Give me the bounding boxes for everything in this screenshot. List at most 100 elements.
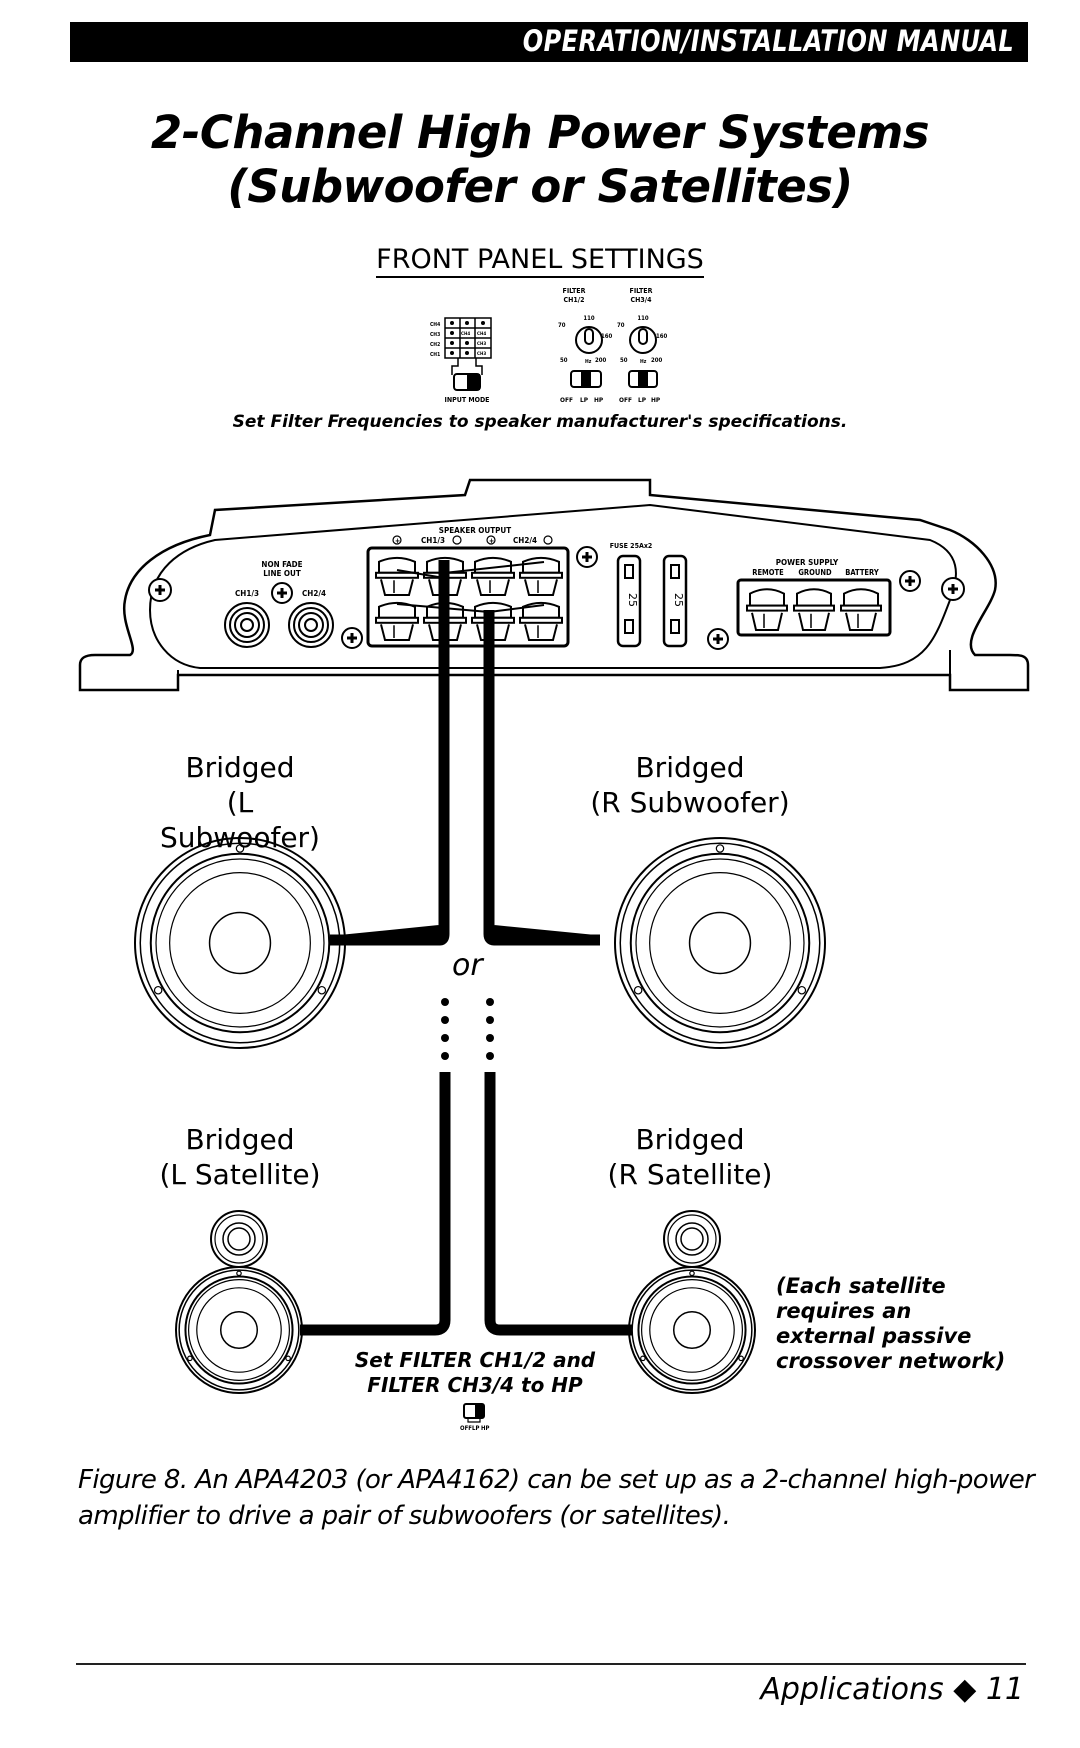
label-line: Bridged: [635, 751, 745, 784]
grid-row-label: CH2: [430, 342, 440, 348]
left-satellite-label: Bridged (L Satellite): [150, 1122, 330, 1192]
filter-instruction: Set Filter Frequencies to speaker manufa…: [232, 412, 848, 432]
terminal-icon: [519, 556, 563, 596]
chassis-screws: [148, 546, 965, 650]
terminal-icon: [793, 588, 835, 631]
footer-divider: [76, 1663, 1026, 1665]
dial-unit: Hz: [640, 359, 647, 365]
fuse-icon: 25: [662, 554, 688, 648]
front-panel-heading-text: FRONT PANEL SETTINGS: [376, 244, 704, 278]
svg-text:+: +: [395, 537, 400, 545]
footer-section: Applications: [760, 1672, 944, 1707]
diamond-icon: ◆: [953, 1672, 986, 1707]
screw-icon: [148, 578, 172, 602]
grid-cell: CH3: [477, 341, 486, 347]
line-out-section: NON FADE LINE OUT CH1/3 CH2/4: [224, 560, 334, 648]
dial-tick: 110: [583, 315, 595, 322]
right-subwoofer-icon: [614, 837, 826, 1049]
or-separator-dots: [441, 998, 494, 1060]
wire-right-sat: [484, 1072, 632, 1336]
filter-knob: [629, 326, 657, 354]
satellite-crossover-note: (Each satellite requires an external pas…: [776, 1274, 1005, 1374]
terminal-icon: [840, 588, 882, 631]
note-line: Set FILTER CH1/2 and: [354, 1348, 596, 1372]
note-line: (Each satellite: [776, 1274, 946, 1298]
switch-position: LP: [472, 1425, 479, 1432]
dial-tick: 70: [617, 322, 625, 329]
power-terminal-label: BATTERY: [845, 568, 879, 577]
filter-ch12-control: FILTER CH1/2 110 70 160 50 Hz 200 OFF LP…: [558, 287, 613, 404]
right-subwoofer-label: Bridged (R Subwoofer): [590, 750, 790, 820]
fuse-value: 25: [626, 593, 639, 607]
power-terminal-label: REMOTE: [752, 568, 784, 577]
caption-line: amplifier to drive a pair of subwoofers …: [78, 1501, 731, 1531]
label-line: (L Subwoofer): [160, 786, 320, 854]
page-number: 11: [985, 1672, 1024, 1707]
line-out-ch1-label: CH1/3: [235, 589, 259, 598]
filter-label: FILTER: [630, 287, 653, 295]
section-label: OPERATION/INSTALLATION MANUAL: [522, 24, 1014, 58]
dial-unit: Hz: [585, 359, 592, 365]
speaker-output-block: SPEAKER OUTPUT + CH1/3 + CH2/4: [366, 526, 570, 648]
label-line: Bridged: [185, 1123, 295, 1156]
terminal-icon: [375, 556, 419, 596]
figure-caption: Figure 8. An APA4203 (or APA4162) can be…: [78, 1462, 1038, 1534]
switch-position: HP: [651, 396, 661, 404]
label-line: (R Satellite): [607, 1158, 773, 1191]
switch-position: LP: [580, 396, 589, 404]
wire-left-sat: [300, 1072, 451, 1336]
label-line: (R Subwoofer): [590, 786, 790, 819]
power-terminals: [746, 588, 882, 631]
screw-icon: [707, 628, 729, 650]
screw-icon: [576, 546, 598, 568]
filter-channel: CH3/4: [631, 296, 653, 304]
grid-cell: CH3: [477, 351, 486, 357]
label-line: Bridged: [635, 1123, 745, 1156]
dial-tick: 50: [620, 357, 628, 364]
page-footer: Applications ◆ 11: [760, 1672, 1024, 1707]
line-out-label: LINE OUT: [263, 569, 301, 578]
dial-tick: 200: [595, 357, 607, 364]
input-mode-label: INPUT MODE: [445, 396, 490, 404]
hp-switch-icon: OFF LP HP: [460, 1403, 490, 1432]
note-line: crossover network): [776, 1349, 1006, 1373]
screw-icon: [941, 577, 965, 601]
switch-position: LP: [638, 396, 647, 404]
terminal-icon: [519, 601, 563, 641]
header-bar: OPERATION/INSTALLATION MANUAL: [70, 22, 1028, 62]
rca-jack-icon: [288, 602, 334, 648]
grid-row-label: CH4: [430, 322, 440, 328]
left-subwoofer-label: Bridged (L Subwoofer): [150, 750, 330, 855]
fuse-icon: 25: [616, 554, 642, 648]
speaker-output-label: SPEAKER OUTPUT: [439, 526, 511, 535]
switch-position: OFF: [619, 396, 632, 404]
input-mode-switch-diagram: CH4 CH3 CH2 CH1 CH4 CH4 CH3 CH3 INPUT MO…: [430, 317, 492, 404]
title-line-1: 2-Channel High Power Systems: [150, 106, 930, 159]
screw-icon: [271, 582, 293, 604]
dial-tick: 200: [651, 357, 663, 364]
dial-tick: 70: [558, 322, 566, 329]
screw-icon: [899, 570, 921, 592]
right-satellite-label: Bridged (R Satellite): [600, 1122, 780, 1192]
dial-tick: 160: [601, 333, 613, 340]
power-terminal-label: GROUND: [798, 568, 832, 577]
terminal-icon: [746, 588, 788, 631]
filter-channel: CH1/2: [564, 296, 585, 304]
speaker-ch2-label: CH2/4: [513, 536, 537, 545]
screw-icon: [341, 627, 363, 649]
dial-tick: 50: [560, 357, 568, 364]
left-subwoofer-icon: [134, 837, 346, 1049]
dial-tick: 160: [656, 333, 668, 340]
switch-position: HP: [594, 396, 604, 404]
filter-label: FILTER: [563, 287, 586, 295]
filter-ch34-control: FILTER CH3/4 110 70 160 50 Hz 200 OFF LP…: [617, 287, 668, 404]
speakers: [134, 837, 826, 1394]
caption-line: Figure 8. An APA4203 (or APA4162) can be…: [78, 1465, 1035, 1495]
label-line: (L Satellite): [159, 1158, 321, 1191]
power-supply-block: POWER SUPPLY REMOTE GROUND BATTERY: [736, 558, 892, 637]
title-line-2: (Subwoofer or Satellites): [227, 160, 853, 213]
or-label: or: [452, 948, 483, 983]
grid-cell: CH4: [477, 331, 486, 337]
speaker-ch1-label: CH1/3: [421, 536, 445, 545]
